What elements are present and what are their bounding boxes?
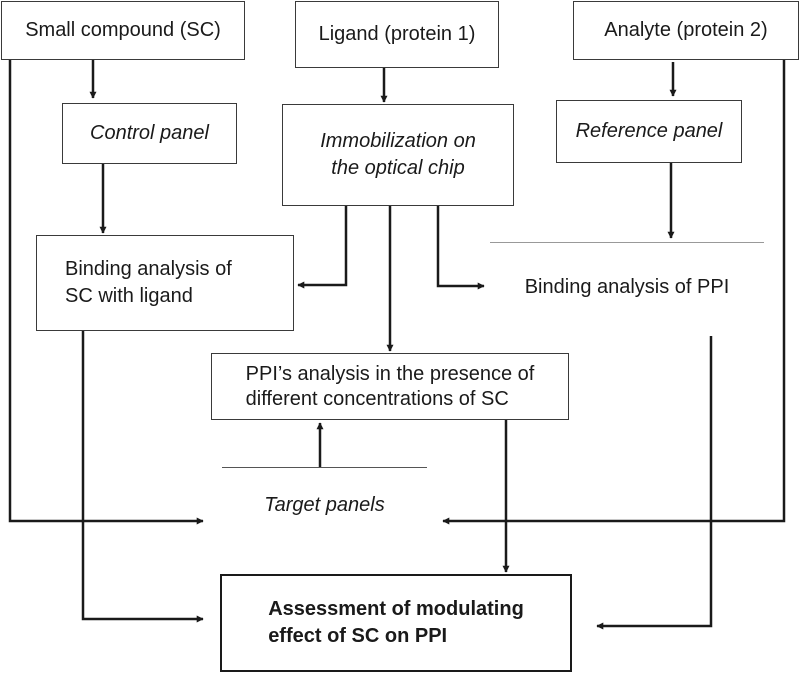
small-compound-label: Small compound (SC) [25,19,221,41]
arrow-binding-sc-to-assessment [81,331,204,623]
ppi-presence-line-2: different concentrations of SC [245,387,509,410]
target-panels-box: Target panels [222,467,427,543]
target-panels-label: Target panels [264,494,385,516]
assessment-line-1: Assessment of modulating [268,598,524,620]
ppi-presence-line-1: PPI’s analysis in the presence of [245,362,535,385]
arrow-analyte-to-target [442,60,786,525]
binding-sc-ligand-line-2: SC with ligand [65,285,193,307]
arrow-binding-ppi-to-assessment [596,336,713,630]
assessment-line-2: effect of SC on PPI [268,625,448,647]
control-panel-label: Control panel [90,122,209,144]
binding-ppi-label: Binding analysis of PPI [524,276,730,298]
small-compound-box: Small compound (SC) [1,1,245,60]
ligand-box: Ligand (protein 1) [295,1,499,68]
arrow-immobilization-to-binding-ppi [436,206,485,290]
assessment-box: Assessment of modulating effect of SC on… [220,574,572,672]
immobilization-line-2: the optical chip [331,157,465,179]
binding-sc-ligand-line-1: Binding analysis of [65,258,232,280]
arrow-immobilization-to-binding-sc [297,206,348,289]
ppi-presence-box: PPI’s analysis in the presence of differ… [211,353,569,420]
binding-ppi-box: Binding analysis of PPI [490,242,764,332]
analyte-label: Analyte (protein 2) [604,19,768,41]
control-panel-box: Control panel [62,103,237,164]
reference-panel-box: Reference panel [556,100,742,163]
analyte-box: Analyte (protein 2) [573,1,799,60]
reference-panel-label: Reference panel [575,120,723,142]
arrow-sc-to-target [8,60,204,525]
immobilization-box: Immobilization on the optical chip [282,104,514,206]
immobilization-line-1: Immobilization on [320,130,476,152]
binding-sc-ligand-box: Binding analysis of SC with ligand [36,235,294,331]
ligand-label: Ligand (protein 1) [318,23,476,45]
